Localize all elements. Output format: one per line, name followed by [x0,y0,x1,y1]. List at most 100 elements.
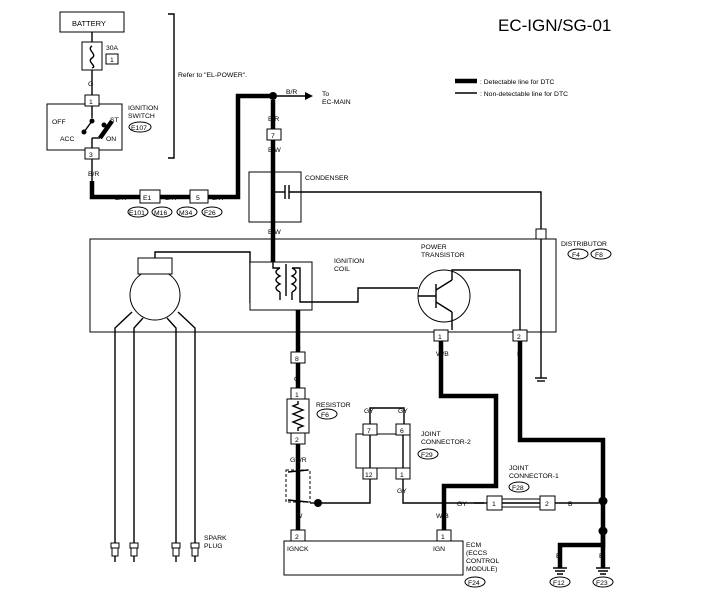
ground-f23-label: F23 [596,580,608,587]
to-ecmain-2: EC-MAIN [322,99,351,106]
legend: : Detectable line for DTC : Non-detectab… [455,78,568,98]
harness-e101-label: E101 [129,210,145,217]
resistor-label: RESISTOR [316,402,351,409]
wire-gy-j2c: GY [397,488,407,495]
ignition-coil-box [249,261,313,311]
legend-non-detectable-text: : Non-detectable line for DTC [480,91,568,98]
wire-bw-1: B/W [268,147,281,154]
distributor-connector-f4 [567,248,589,260]
joint2-connector [417,448,439,460]
to-ecmain-1: To [322,91,329,98]
arrow-right-icon [305,92,313,100]
joint2-connector-label: F29 [421,452,433,459]
ecm-connector-label: F24 [468,580,480,587]
plug-wire-2 [133,317,144,543]
ground-icon-f12 [553,567,567,575]
ecm-label-3: CONTROL [466,558,499,565]
harness-f26-label: F26 [204,210,216,217]
spark-plug-label-2: PLUG [204,543,223,550]
wire-b-j1: B [568,501,573,508]
ecm-ignck-label: IGNCK [287,546,309,553]
spark-plug-2-icon [129,542,139,562]
j2-pin-7-label: 7 [367,428,371,435]
coil-secondary-winding [290,267,297,293]
refer-note: Refer to "EL-POWER". [178,72,247,79]
wire-br-3: B/R [212,195,223,202]
wire-gy-j2b: GY [398,408,408,415]
splice-ecmain [269,92,277,100]
wire-l: L [297,343,301,350]
ignition-switch-connector-label: E107 [131,125,147,132]
wire-w: W [296,513,303,520]
wire-bw-2: B/W [268,229,281,236]
wb-line [438,341,499,530]
coil-pin-8-label: 8 [295,356,299,363]
wire-br-ecmain: B/R [286,89,297,96]
splice-ground-1 [598,496,608,506]
wire-br-1: B/R [115,195,126,202]
power-transistor-label-2: TRANSISTOR [421,252,465,259]
ecm-box [283,540,464,576]
switch-pos-st: ST [110,117,119,124]
wire-b-g2: B [599,553,604,560]
ground-f12-label: F12 [553,580,565,587]
spark-plug-3-icon [171,542,181,562]
distributor-label: DISTRIBUTOR [561,241,607,248]
ecm-pin-1 [436,529,452,542]
ignition-switch-connector [128,121,152,133]
distributor-rotor [129,269,181,321]
harness-e1-label: E1 [143,195,152,202]
wire-b-1: B [517,351,522,358]
resistor-pin-1-label: 1 [295,392,299,399]
resistor-connector [316,408,338,420]
ground-connector-f12 [549,576,571,588]
ecm-ign-label: IGN [433,546,445,553]
wire-gyr: GY/R [290,457,307,464]
condenser-label: CONDENSER [305,175,349,182]
shield-splice [314,499,322,507]
splice-ground-2 [598,526,608,536]
br-harness-wire [89,181,140,200]
ecm-label-4: MODULE) [466,566,497,573]
wire-g-resistor: G [294,376,299,383]
wire-wb-2: W/B [436,513,449,520]
resistor-connector-label: F6 [321,412,329,419]
ecm-pin-2 [290,529,306,542]
harness-m16 [151,206,173,218]
wire-gy-j1: GY [457,501,467,508]
fuse-number-box [105,53,119,65]
ignition-switch-box [46,103,123,151]
b-line [517,341,606,497]
joint2-label-2: CONNECTOR-2 [421,439,471,446]
power-transistor-label-1: POWER [421,244,447,251]
harness-m16-label: M16 [154,210,167,217]
harness-m34-label: M34 [179,210,192,217]
distributor-f4-label: F4 [572,252,580,259]
joint1-connector-label: F28 [512,485,524,492]
ecm-label-2: (ECCS [466,550,488,557]
spark-plug-4-icon [190,542,200,562]
joint1-label-2: CONNECTOR-1 [509,473,559,480]
ecm-label-1: ECM [466,542,481,549]
ground-connector-f23 [592,576,614,588]
joint1-connector [508,481,530,493]
ecm-pin-2-label: 2 [295,534,299,541]
coil-primary-winding [275,267,282,293]
wire-wb-1: W/B [436,351,449,358]
switch-pos-off: OFF [52,119,66,126]
spark-plug-1-icon [110,542,120,562]
distributor-ground-strap-icon [535,228,547,240]
j2-pin-6-label: 6 [400,428,404,435]
wire-gy-j2a: GY [364,408,374,415]
fuse-number: 1 [110,57,114,64]
condenser-ground-wire [289,191,542,232]
wire-g-top: G [88,81,93,88]
j1-pin-1-label: 1 [492,501,496,508]
ignition-switch-pin-1-label: 1 [89,99,93,106]
ignition-switch-label-1: IGNITION [128,105,158,112]
refer-bracket [168,13,175,159]
pt-pin-2-label: 2 [517,334,521,341]
spark-plug-label-1: SPARK [204,535,227,542]
ignition-coil-label-2: COIL [334,266,350,273]
